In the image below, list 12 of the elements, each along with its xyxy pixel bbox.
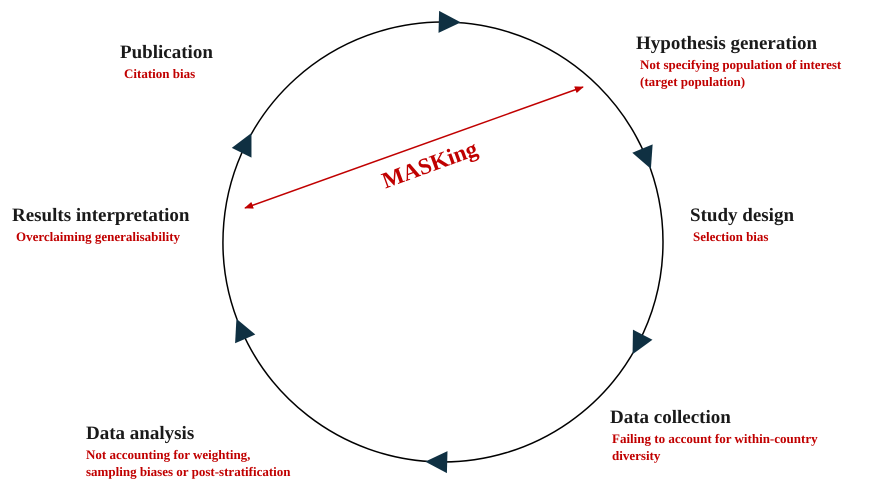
stage-title: Results interpretation [12, 204, 190, 228]
stage-title: Study design [690, 204, 796, 228]
stage-title: Data collection [610, 406, 732, 430]
bias-note: Not accounting for weighting, sampling biases or post-stratification [86, 446, 291, 480]
stage-title: Data analysis [86, 422, 196, 446]
bias-note: Not specifying population of interest (target population) [640, 56, 842, 90]
bias-note: Overclaiming generalisability [16, 228, 182, 245]
stage-title: Hypothesis generation [636, 32, 818, 56]
stage-title: Publication [120, 41, 214, 65]
bias-note: Citation bias [124, 65, 196, 82]
bias-note: Failing to account for within-country diversity [612, 430, 819, 464]
bias-note: Selection bias [693, 228, 770, 245]
